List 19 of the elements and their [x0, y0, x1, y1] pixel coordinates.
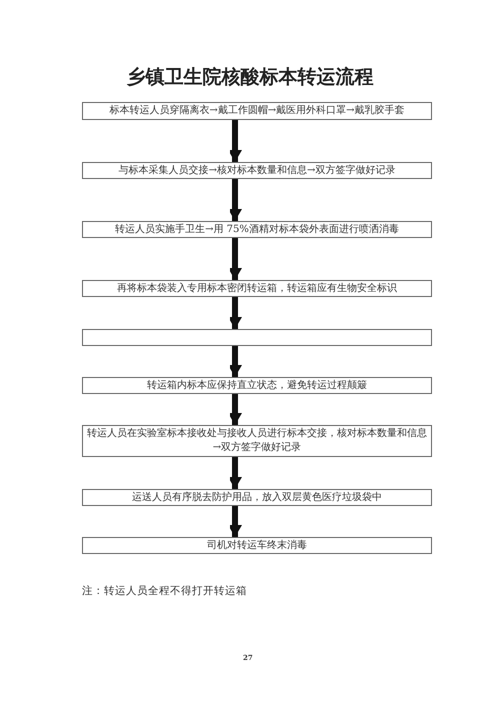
- process-box: 司机对转运车终末消毒: [82, 537, 432, 554]
- process-box: 转运人员实施手卫生→用 75%酒精对标本袋外表面进行喷洒消毒: [82, 221, 432, 238]
- process-box: 再将标本袋装入专用标本密闭转运箱，转运箱应有生物安全标识: [82, 280, 432, 297]
- arrow: [228, 297, 242, 329]
- process-box: 与标本采集人员交接→核对标本数量和信息→双方签字做好记录: [82, 162, 432, 179]
- arrow: [228, 394, 242, 425]
- process-box: 转运箱内标本应保持直立状态，避免转运过程颠簸: [82, 377, 432, 394]
- process-box: [82, 329, 432, 346]
- arrow: [228, 346, 242, 377]
- arrow: [228, 238, 242, 280]
- arrow: [228, 179, 242, 221]
- arrow: [228, 506, 242, 537]
- process-box: 转运人员在实验室标本接收处与接收人员进行标本交接，核对标本数量和信息→双方签字做好记录: [82, 425, 432, 457]
- process-box: 运送人员有序脱去防护用品，放入双层黄色医疗垃圾袋中: [82, 489, 432, 506]
- note: 注：转运人员全程不得打开转运箱: [82, 584, 247, 598]
- arrow: [228, 457, 242, 489]
- arrow: [228, 120, 242, 162]
- process-box: 标本转运人员穿隔离衣→戴工作圆帽→戴医用外科口罩→戴乳胶手套: [82, 102, 432, 120]
- title: 乡镇卫生院核酸标本转运流程: [126, 65, 374, 90]
